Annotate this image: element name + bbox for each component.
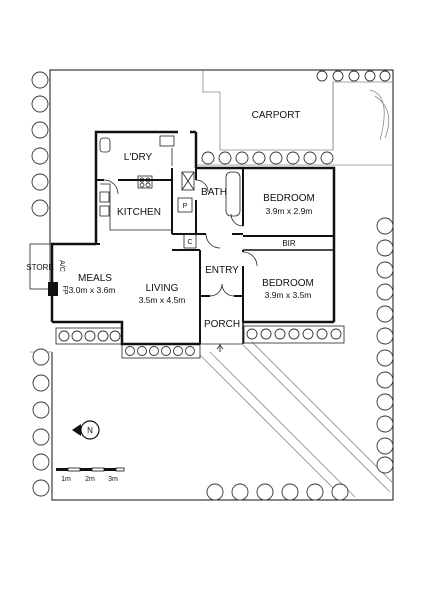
driveway	[199, 341, 394, 501]
doors	[103, 179, 258, 352]
hedge-right	[376, 217, 394, 474]
room-label-carport: CARPORT	[252, 110, 301, 121]
carport	[196, 70, 393, 166]
hedge-carport-front	[201, 151, 334, 165]
garden-bed-bedroom	[243, 325, 345, 344]
room-label-laundry: L'DRY	[124, 152, 153, 163]
room-label-bath: BATH	[201, 187, 227, 198]
garden-bed-living	[121, 343, 201, 359]
ac-label: A/C	[58, 260, 65, 272]
fireplace-label: FP	[61, 286, 68, 295]
north-arrow-letter: N	[87, 426, 93, 435]
house-walls	[29, 130, 336, 346]
laundry-fixtures	[99, 135, 175, 176]
hedge-bottom	[206, 483, 349, 501]
hedge-left-top	[31, 71, 49, 217]
linen-label: C	[187, 239, 192, 246]
room-label-bir: BIR	[282, 239, 296, 248]
scale-label-2m: 2m	[85, 476, 95, 483]
room-label-living: LIVING	[146, 283, 179, 294]
pantry-label: P	[183, 203, 188, 210]
hedge-top	[316, 70, 391, 82]
north-arrow-icon: N	[72, 420, 100, 440]
room-size-bedroom-1: 3.9m x 2.9m	[266, 206, 313, 216]
kitchen-counter	[99, 175, 172, 231]
garden-bed-meals	[55, 327, 123, 345]
room-label-entry: ENTRY	[205, 265, 239, 276]
room-label-bedroom-1: BEDROOM	[263, 193, 315, 204]
room-label-kitchen: KITCHEN	[117, 207, 161, 218]
hedge-left-bottom	[32, 348, 50, 497]
linen-cupboard	[183, 233, 197, 249]
room-label-bedroom-2: BEDROOM	[262, 278, 314, 289]
scale-label-1m: 1m	[61, 476, 71, 483]
room-label-porch: PORCH	[204, 319, 240, 330]
room-size-bedroom-2: 3.9m x 3.5m	[265, 290, 312, 300]
bath-fixtures	[177, 171, 241, 217]
room-size-meals: 3.0m x 3.6m	[69, 285, 116, 295]
room-label-meals: MEALS	[78, 273, 112, 284]
room-size-living: 3.5m x 4.5m	[139, 295, 186, 305]
scale-label-3m: 3m	[108, 476, 118, 483]
room-label-store: STORE	[26, 263, 53, 272]
scale-bar: 1m 2m 3m	[56, 467, 125, 483]
fireplace	[48, 282, 58, 296]
